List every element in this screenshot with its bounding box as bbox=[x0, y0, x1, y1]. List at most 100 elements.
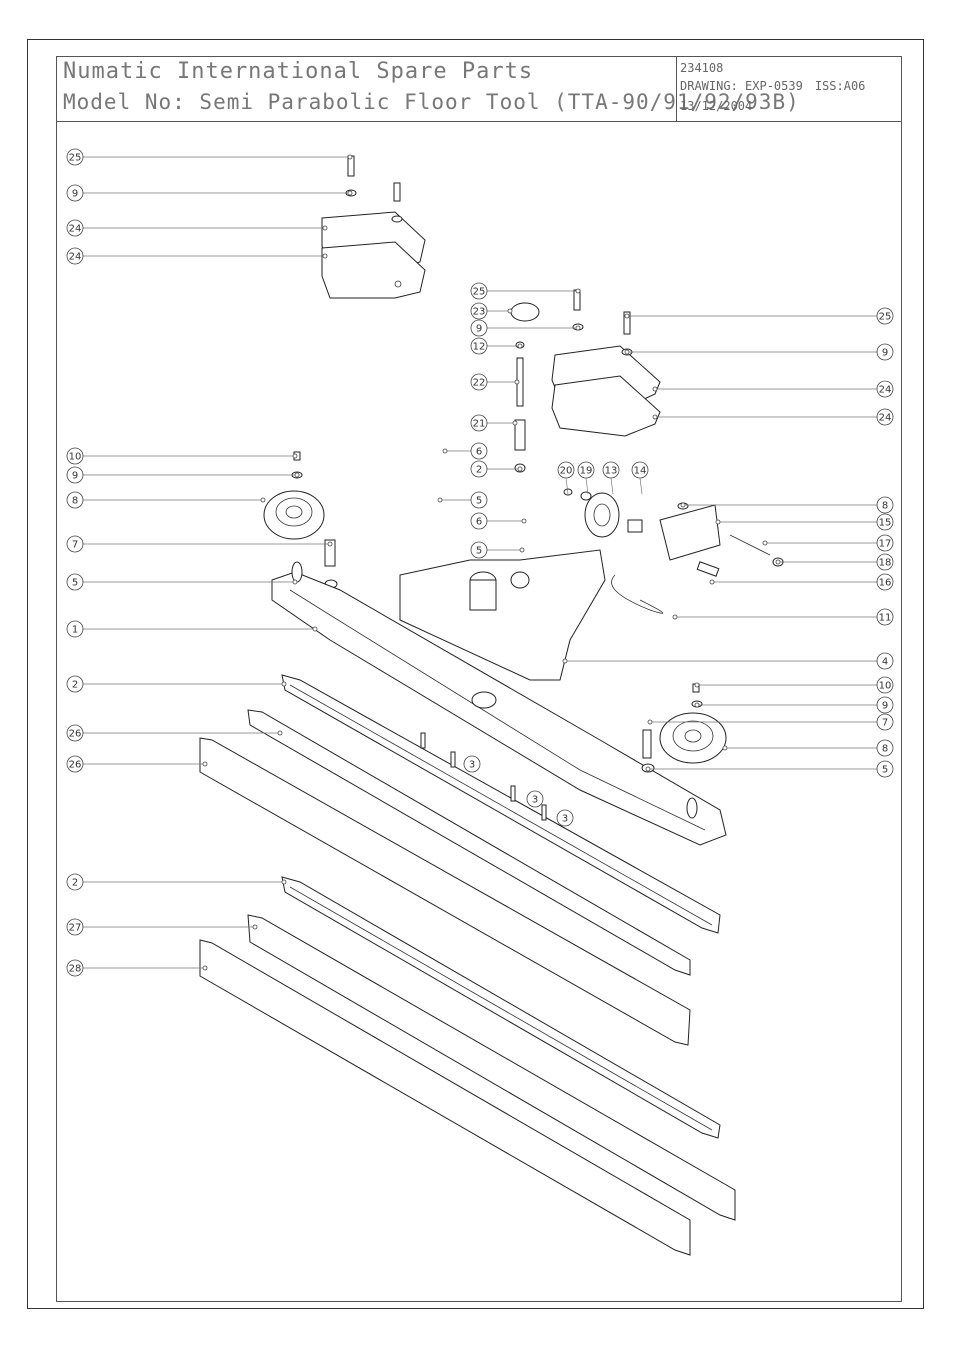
callout-number: 23 bbox=[473, 307, 486, 318]
callout-number: 25 bbox=[473, 287, 486, 298]
callout-22: 22 bbox=[470, 373, 520, 391]
leader-dot bbox=[652, 414, 658, 420]
callout-number: 15 bbox=[879, 518, 892, 529]
main-tool-body bbox=[271, 561, 727, 846]
callout-25: 25 bbox=[470, 282, 581, 300]
leader-dot bbox=[517, 343, 523, 349]
leader-dot bbox=[575, 325, 581, 331]
callout-25: 25 bbox=[66, 148, 353, 166]
callout-number: 8 bbox=[882, 501, 888, 512]
drawing-date: 13/12/2004 bbox=[680, 99, 753, 113]
callout-24: 24 bbox=[66, 247, 328, 265]
callout-circle bbox=[557, 461, 575, 479]
callout-number: 9 bbox=[882, 701, 888, 712]
callout-25: 25 bbox=[624, 307, 894, 325]
brush-strip bbox=[199, 737, 691, 1046]
leader-dot bbox=[322, 225, 328, 231]
callout-number: 18 bbox=[879, 558, 892, 569]
callout-number: 5 bbox=[882, 765, 888, 776]
callout-8: 8 bbox=[680, 496, 894, 514]
callout-circle bbox=[876, 760, 894, 778]
leader-dot bbox=[327, 541, 333, 547]
right-screw bbox=[621, 311, 633, 356]
part-number: 234108 bbox=[680, 61, 724, 75]
issue-number: ISS:A06 bbox=[814, 79, 866, 93]
callout-number: 13 bbox=[605, 466, 618, 477]
callout-number: 10 bbox=[879, 681, 892, 692]
callout-2: 2 bbox=[470, 460, 523, 478]
knob-assembly bbox=[510, 289, 584, 473]
callout-8: 8 bbox=[722, 739, 894, 757]
callout-2: 2 bbox=[66, 873, 287, 891]
leader-dot bbox=[652, 386, 658, 392]
callout-circle bbox=[470, 373, 488, 391]
callout-14: 14 bbox=[631, 461, 649, 495]
callout-13: 13 bbox=[602, 461, 620, 495]
callout-circle bbox=[463, 755, 481, 773]
callout-circle bbox=[66, 755, 84, 773]
callout-5: 5 bbox=[470, 541, 525, 559]
callout-number: 20 bbox=[560, 466, 573, 477]
blade-holder-upper bbox=[281, 674, 721, 934]
leader-dot bbox=[775, 559, 781, 565]
callout-circle bbox=[66, 573, 84, 591]
leader-line bbox=[610, 477, 614, 495]
leader-dot bbox=[347, 190, 353, 196]
callout-circle bbox=[470, 460, 488, 478]
leader-dot bbox=[514, 379, 520, 385]
leader-dot bbox=[647, 719, 653, 725]
leader-dot bbox=[281, 681, 287, 687]
leader-dot bbox=[680, 502, 686, 508]
callout-circle bbox=[66, 247, 84, 265]
callout-number: 1 bbox=[72, 625, 78, 636]
callout-number: 6 bbox=[476, 517, 482, 528]
callout-number: 11 bbox=[879, 613, 892, 624]
squeegee-blade-27 bbox=[247, 914, 736, 1221]
leader-dot bbox=[575, 288, 581, 294]
callout-circle bbox=[876, 534, 894, 552]
callout-8: 8 bbox=[66, 491, 266, 509]
callout-number: 9 bbox=[72, 189, 78, 200]
callout-5: 5 bbox=[437, 491, 488, 509]
callout-5: 5 bbox=[645, 760, 894, 778]
leader-dot bbox=[277, 730, 283, 736]
callout-number: 2 bbox=[72, 878, 78, 889]
callout-number: 8 bbox=[882, 744, 888, 755]
callout-circle bbox=[876, 696, 894, 714]
callout-circle bbox=[577, 461, 595, 479]
swivel-neck bbox=[399, 549, 606, 681]
leader-dot bbox=[512, 420, 518, 426]
mid-wheel bbox=[563, 488, 643, 538]
callout-number: 24 bbox=[69, 252, 82, 263]
callout-11: 11 bbox=[672, 608, 894, 626]
leader-dot bbox=[762, 540, 768, 546]
callout-circle bbox=[66, 620, 84, 638]
callout-10: 10 bbox=[66, 447, 298, 465]
callout-12: 12 bbox=[470, 337, 523, 355]
squeegee-blade-28 bbox=[199, 939, 691, 1256]
callout-circle bbox=[470, 414, 488, 432]
callout-circle bbox=[876, 608, 894, 626]
callout-number: 5 bbox=[72, 578, 78, 589]
leader-dot bbox=[672, 614, 678, 620]
callout-circle bbox=[602, 461, 620, 479]
callout-circle bbox=[66, 918, 84, 936]
callout-circle bbox=[876, 573, 894, 591]
callout-7: 7 bbox=[66, 535, 333, 553]
callout-circle bbox=[470, 541, 488, 559]
title-divider bbox=[676, 56, 677, 122]
callout-number: 26 bbox=[69, 760, 82, 771]
callout-circle bbox=[631, 461, 649, 479]
callout-number: 3 bbox=[469, 760, 475, 771]
leader-dot bbox=[202, 761, 208, 767]
callout-circle bbox=[876, 739, 894, 757]
callout-19: 19 bbox=[577, 461, 595, 495]
callout-number: 22 bbox=[473, 378, 486, 389]
callout-21: 21 bbox=[470, 414, 518, 432]
callout-circle bbox=[66, 491, 84, 509]
callout-3: 3 bbox=[463, 755, 481, 773]
clamp-plate-right-lower bbox=[551, 375, 661, 437]
callout-27: 27 bbox=[66, 918, 258, 936]
callout-7: 7 bbox=[647, 713, 894, 731]
